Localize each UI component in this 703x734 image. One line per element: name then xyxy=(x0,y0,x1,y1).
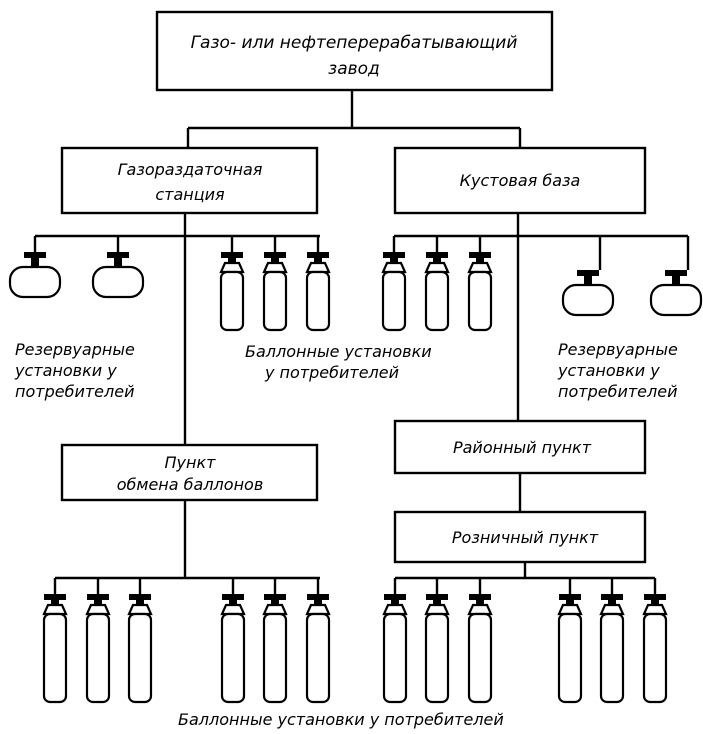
gas-cylinder-icon xyxy=(467,594,493,704)
gas-cylinder-icon xyxy=(305,252,331,332)
plant-node: Газо- или нефтеперерабатывающий завод xyxy=(155,10,554,92)
gas-cylinder-icon xyxy=(599,594,625,704)
connector-lines xyxy=(33,90,690,594)
gas-cylinder-icon xyxy=(305,594,331,704)
gas-cylinder-icon xyxy=(557,594,583,704)
exchange-point-label-line2: обмена баллонов xyxy=(117,475,264,494)
plant-label-line2: завод xyxy=(328,59,380,79)
gas-station-label-line1: Газораздаточная xyxy=(118,160,263,179)
gas-cylinder-icon xyxy=(382,594,408,704)
reservoir-right-label: Резервуарные установки у потребителей xyxy=(557,340,678,401)
reservoir-left-line2: установки у xyxy=(14,361,117,380)
tank-layer xyxy=(8,252,703,317)
retail-point-node: Розничный пункт xyxy=(393,510,647,564)
horizontal-tank-icon xyxy=(91,252,145,299)
gas-cylinder-icon xyxy=(42,594,68,704)
cylinder-mid-line1: Баллонные установки xyxy=(245,342,432,361)
horizontal-tank-icon xyxy=(649,270,703,317)
district-point-label: Районный пункт xyxy=(453,438,592,457)
gas-cylinder-icon xyxy=(219,252,245,332)
horizontal-tank-icon xyxy=(8,252,62,299)
gas-cylinder-icon xyxy=(424,594,450,704)
reservoir-right-line1: Резервуарные xyxy=(558,340,678,359)
gas-cylinder-icon xyxy=(85,594,111,704)
gas-cylinder-icon xyxy=(127,594,153,704)
exchange-point-label-line1: Пункт xyxy=(165,453,217,472)
cylinder-mid-label: Баллонные установки у потребителей xyxy=(245,342,432,382)
reservoir-left-label: Резервуарные установки у потребителей xyxy=(14,340,135,401)
gas-cylinder-icon xyxy=(467,252,493,332)
reservoir-right-line2: установки у xyxy=(557,361,660,380)
reservoir-right-line3: потребителей xyxy=(558,382,677,401)
cylinder-bottom-label: Баллонные установки у потребителей xyxy=(178,710,504,729)
gas-cylinder-icon xyxy=(424,252,450,332)
gas-cylinder-icon xyxy=(642,594,668,704)
gas-station-label-line2: станция xyxy=(155,185,225,204)
cylinder-mid-line2: у потребителей xyxy=(264,363,399,382)
gas-cylinder-icon xyxy=(262,252,288,332)
plant-label-line1: Газо- или нефтеперерабатывающий xyxy=(191,33,518,53)
reservoir-left-line3: потребителей xyxy=(15,382,134,401)
cluster-base-node: Кустовая база xyxy=(393,146,647,215)
cylinder-layer xyxy=(42,252,668,704)
cluster-base-label: Кустовая база xyxy=(460,171,581,190)
retail-point-label: Розничный пункт xyxy=(452,528,599,547)
gas-cylinder-icon xyxy=(381,252,407,332)
gas-cylinder-icon xyxy=(220,594,246,704)
exchange-point-node: Пункт обмена баллонов xyxy=(60,443,319,502)
gas-cylinder-icon xyxy=(262,594,288,704)
district-point-node: Районный пункт xyxy=(393,419,647,475)
horizontal-tank-icon xyxy=(561,270,615,317)
gas-station-node: Газораздаточная станция xyxy=(60,146,319,215)
reservoir-left-line1: Резервуарные xyxy=(15,340,135,359)
